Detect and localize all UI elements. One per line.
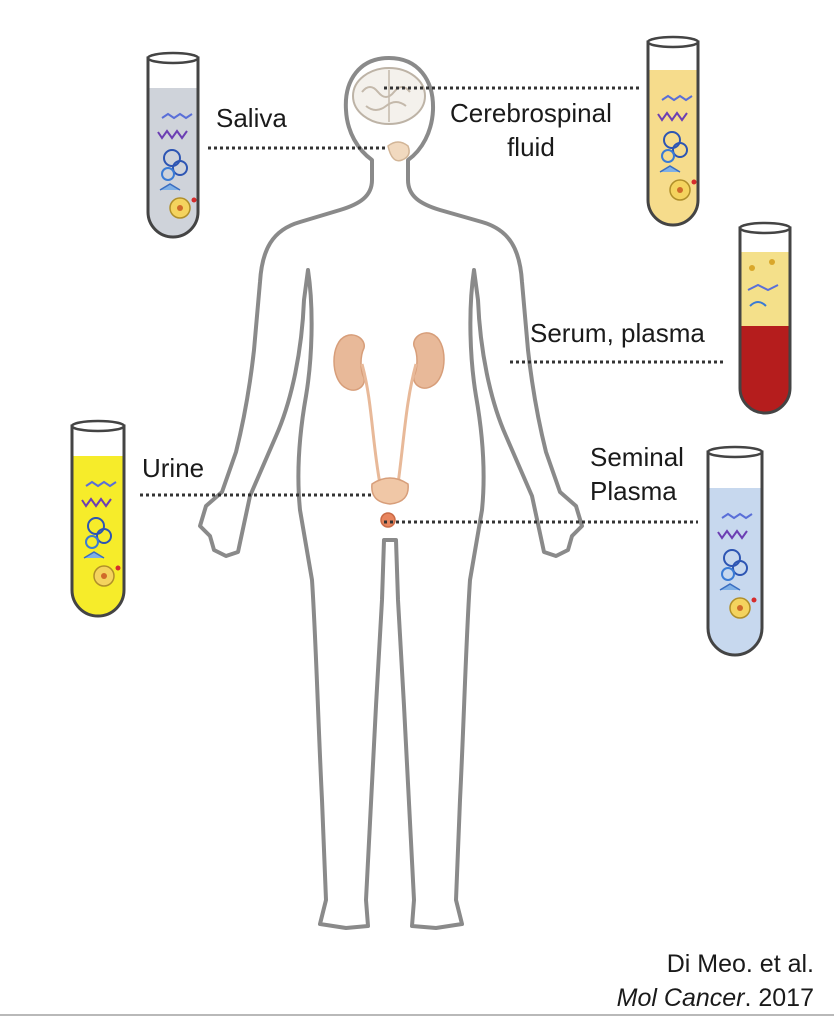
leader-lines (140, 86, 726, 524)
seminal-plasma-label: Seminal Plasma (590, 440, 684, 508)
serum-plasma-tube (738, 221, 792, 415)
saliva-tube (146, 51, 200, 239)
citation-authors: Di Meo. et al. (666, 950, 814, 978)
brain-icon (352, 67, 426, 125)
seminal-label-line1: Seminal (590, 442, 684, 472)
saliva-label: Saliva (216, 103, 287, 133)
urinary-system-icon (333, 332, 445, 528)
bottom-rule (0, 1014, 834, 1016)
urine-tube (70, 419, 126, 618)
seminal-label-line2: Plasma (590, 476, 677, 506)
csf-label-line1: Cerebrospinal (450, 98, 612, 128)
csf-label-line2: fluid (507, 132, 555, 162)
csf-label: Cerebrospinal fluid (450, 96, 612, 164)
citation-journal-line: Mol Cancer. 2017 (617, 984, 814, 1013)
salivary-gland-icon (387, 141, 410, 162)
urine-label: Urine (142, 453, 205, 483)
serum-plasma-label: Serum, plasma (530, 318, 705, 348)
csf-tube (646, 35, 700, 227)
seminal-plasma-tube (706, 445, 764, 657)
citation-journal: Mol Cancer (616, 984, 745, 1012)
citation-year: . 2017 (744, 984, 814, 1012)
